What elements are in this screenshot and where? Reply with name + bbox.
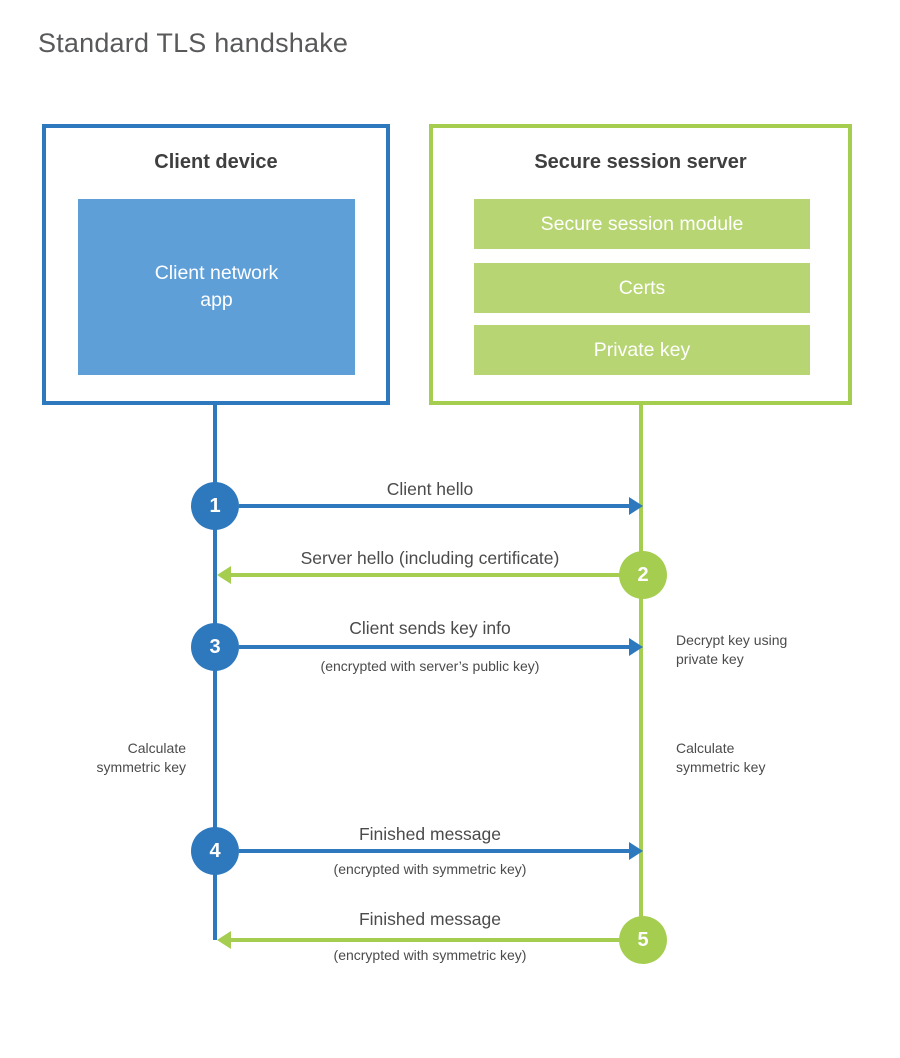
calc-client-line1: Calculate bbox=[127, 740, 186, 756]
step-2-arrow bbox=[231, 573, 621, 577]
step-5-badge: 5 bbox=[619, 916, 667, 964]
step-4-badge: 4 bbox=[191, 827, 239, 875]
step-5-arrow bbox=[231, 938, 621, 942]
calc-server-line2: symmetric key bbox=[676, 759, 766, 775]
step-5-label: Finished message bbox=[358, 909, 502, 929]
step-3-badge: 3 bbox=[191, 623, 239, 671]
secure-session-server-box: Secure session server Secure session mod… bbox=[429, 124, 852, 405]
private-key-bar: Private key bbox=[474, 325, 810, 375]
decrypt-key-note: Decrypt key using private key bbox=[676, 631, 787, 669]
decrypt-key-note-line1: Decrypt key using bbox=[676, 632, 788, 648]
step-1-arrow bbox=[239, 504, 631, 508]
step-1-label: Client hello bbox=[386, 479, 474, 499]
step-5-arrowhead-icon bbox=[217, 931, 231, 949]
step-1-badge: 1 bbox=[191, 482, 239, 530]
client-lifeline bbox=[213, 405, 217, 940]
step-3-arrow bbox=[239, 645, 631, 649]
step-5-sublabel: (encrypted with symmetric key) bbox=[333, 947, 527, 963]
page-title: Standard TLS handshake bbox=[38, 28, 349, 58]
step-1-arrowhead-icon bbox=[629, 497, 643, 515]
step-3-arrowhead-icon bbox=[629, 638, 643, 656]
client-device-box: Client device Client network app bbox=[42, 124, 390, 405]
server-lifeline bbox=[639, 405, 643, 940]
step-4-arrow bbox=[239, 849, 631, 853]
calculate-symmetric-key-note-client: Calculate symmetric key bbox=[40, 739, 186, 777]
certs-bar: Certs bbox=[474, 263, 810, 313]
client-network-app-label: Client network app bbox=[154, 262, 279, 311]
step-2-badge: 2 bbox=[619, 551, 667, 599]
calc-server-line1: Calculate bbox=[676, 740, 735, 756]
step-4-arrowhead-icon bbox=[629, 842, 643, 860]
decrypt-key-note-line2: private key bbox=[676, 651, 744, 667]
step-3-sublabel: (encrypted with server’s public key) bbox=[320, 658, 540, 674]
client-device-title: Client device bbox=[154, 151, 278, 173]
secure-session-module-bar: Secure session module bbox=[474, 199, 810, 249]
calc-client-line2: symmetric key bbox=[96, 759, 186, 775]
calculate-symmetric-key-note-server: Calculate symmetric key bbox=[676, 739, 765, 777]
client-network-app-module: Client network app bbox=[78, 199, 355, 375]
secure-session-server-title: Secure session server bbox=[534, 151, 747, 173]
step-4-sublabel: (encrypted with symmetric key) bbox=[333, 861, 527, 877]
step-2-label: Server hello (including certificate) bbox=[300, 548, 560, 568]
step-4-label: Finished message bbox=[358, 824, 502, 844]
step-3-label: Client sends key info bbox=[349, 618, 511, 638]
step-2-arrowhead-icon bbox=[217, 566, 231, 584]
